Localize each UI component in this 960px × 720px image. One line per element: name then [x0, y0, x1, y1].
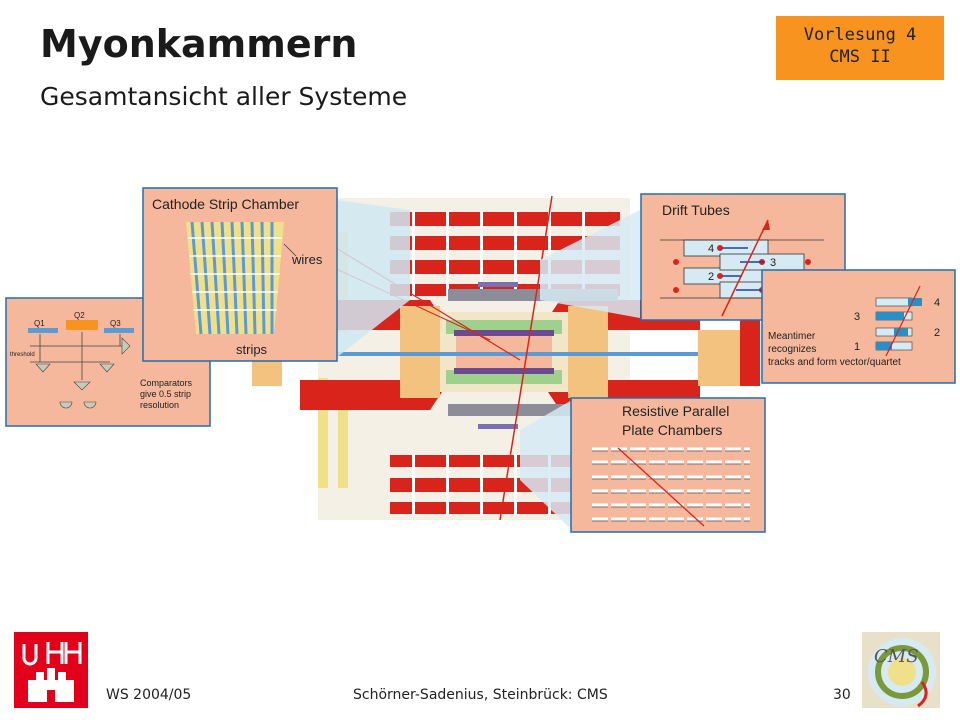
rpc-panel: Resistive Parallel Plate Chambers [570, 397, 766, 533]
comp-q3: Q3 [110, 319, 121, 328]
rpc-title-2: Plate Chambers [622, 422, 722, 438]
comp-threshold: threshold [10, 352, 35, 358]
mt-num-1: 1 [854, 341, 860, 353]
dt-num-3: 3 [770, 257, 776, 269]
comp-text-2: give 0.5 strip [140, 389, 191, 399]
comp-text-3: resolution [140, 400, 179, 410]
mt-num-3: 3 [854, 311, 860, 323]
uhh-logo [14, 632, 88, 708]
cms-logo-text: CMS [874, 646, 919, 667]
mt-text-2: recognizes [768, 344, 816, 355]
page-subtitle: Gesamtansicht aller Systeme [40, 82, 408, 111]
mt-num-2: 2 [934, 327, 940, 339]
dt-num-4: 4 [708, 243, 714, 255]
footer-authors: Schörner-Sadenius, Steinbrück: CMS [353, 687, 608, 703]
mt-num-4: 4 [934, 297, 940, 309]
lecture-badge: Vorlesung 4 CMS II [776, 16, 944, 80]
mt-text-3: tracks and form vector/quartet [768, 357, 901, 368]
uhh-logo-graphic [22, 642, 82, 702]
footer-semester: WS 2004/05 [106, 687, 192, 703]
badge-line-2: CMS II [829, 47, 891, 67]
meantimer-panel: 4 3 2 1 Meantimer recognizes tracks and … [761, 269, 956, 384]
comp-q1: Q1 [34, 319, 45, 328]
csc-title: Cathode Strip Chamber [152, 196, 299, 212]
cms-logo-graphic: CMS [862, 632, 940, 708]
page-title: Myonkammern [40, 22, 358, 66]
badge-line-1: Vorlesung 4 [803, 25, 917, 45]
comp-text-1: Comparators [140, 378, 193, 388]
csc-wires: wires [291, 252, 323, 267]
mt-text-1: Meantimer [768, 331, 816, 342]
comp-q2: Q2 [74, 311, 85, 320]
csc-strips: strips [236, 342, 268, 357]
dt-title: Drift Tubes [662, 202, 730, 218]
rpc-title-1: Resistive Parallel [622, 403, 729, 419]
page-number: 30 [833, 687, 851, 703]
cms-logo: CMS [862, 632, 940, 708]
csc-panel: Cathode Strip Chamber wires strips [142, 187, 338, 362]
dt-num-2: 2 [708, 271, 714, 283]
